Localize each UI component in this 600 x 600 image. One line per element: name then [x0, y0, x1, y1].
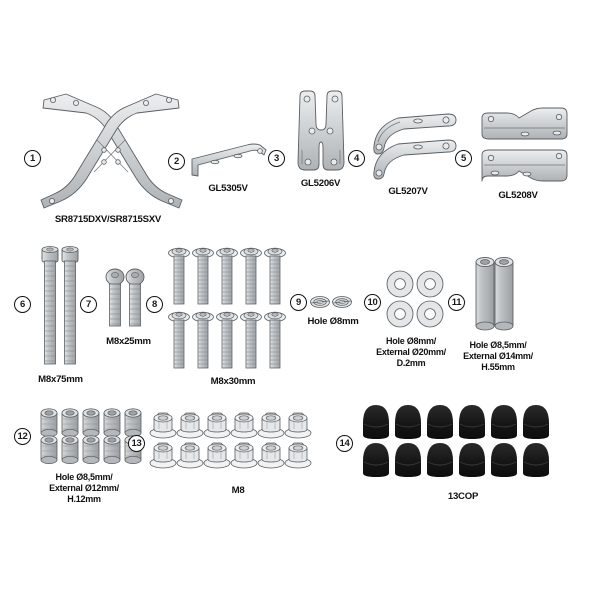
part-label-5: GL5208V [498, 190, 538, 201]
part-label-1: SR8715DXV/SR8715SXV [54, 214, 162, 225]
flange-nut-art [149, 409, 326, 475]
badge-11: 11 [448, 294, 465, 311]
part-label-11: Hole Ø8,5mm/ External Ø14mm/ H.55mm [463, 340, 533, 372]
badge-7: 7 [80, 296, 97, 313]
socket-bolt-long-art [36, 246, 84, 368]
socket-bolt-short-art [102, 268, 148, 330]
dome-cap-art [360, 401, 570, 481]
part-label-13: M8 [231, 485, 245, 496]
badge-2: 2 [168, 153, 185, 170]
part-label-2: GL5305V [208, 183, 248, 194]
part-label-7: M8x25mm [106, 336, 151, 347]
short-spacer-art [38, 406, 150, 468]
badge-12: 12 [14, 428, 31, 445]
part-label-4: GL5207V [388, 186, 428, 197]
spring-washer-art [310, 294, 356, 312]
badge-14: 14 [336, 435, 353, 452]
curved-arm-art [370, 112, 462, 182]
l-bracket-art [190, 143, 268, 181]
badge-5: 5 [455, 150, 472, 167]
part-label-8: M8x30mm [210, 376, 256, 387]
part-label-12: Hole Ø8,5mm/ External Ø12mm/ H.12mm [49, 472, 119, 504]
part-label-6: M8x75mm [38, 374, 83, 385]
fork-plate-art [290, 90, 352, 174]
badge-10: 10 [364, 294, 381, 311]
badge-3: 3 [268, 150, 285, 167]
badge-13: 13 [128, 435, 145, 452]
part-label-10: Hole Ø8mm/ External Ø20mm/ D.2mm [376, 336, 446, 368]
badge-9: 9 [290, 294, 307, 311]
badge-8: 8 [146, 296, 163, 313]
badge-1: 1 [24, 150, 41, 167]
angled-bracket-art [479, 107, 571, 186]
flat-washer-art [386, 270, 448, 328]
badge-4: 4 [348, 150, 365, 167]
badge-6: 6 [14, 296, 31, 313]
tall-spacer-art [472, 256, 520, 332]
part-label-14: 13COP [447, 491, 479, 502]
part-label-9: Hole Ø8mm [307, 316, 359, 327]
x-frame-art [36, 88, 186, 213]
part-label-3: GL5206V [300, 178, 341, 189]
flange-bolt-art [168, 244, 298, 372]
